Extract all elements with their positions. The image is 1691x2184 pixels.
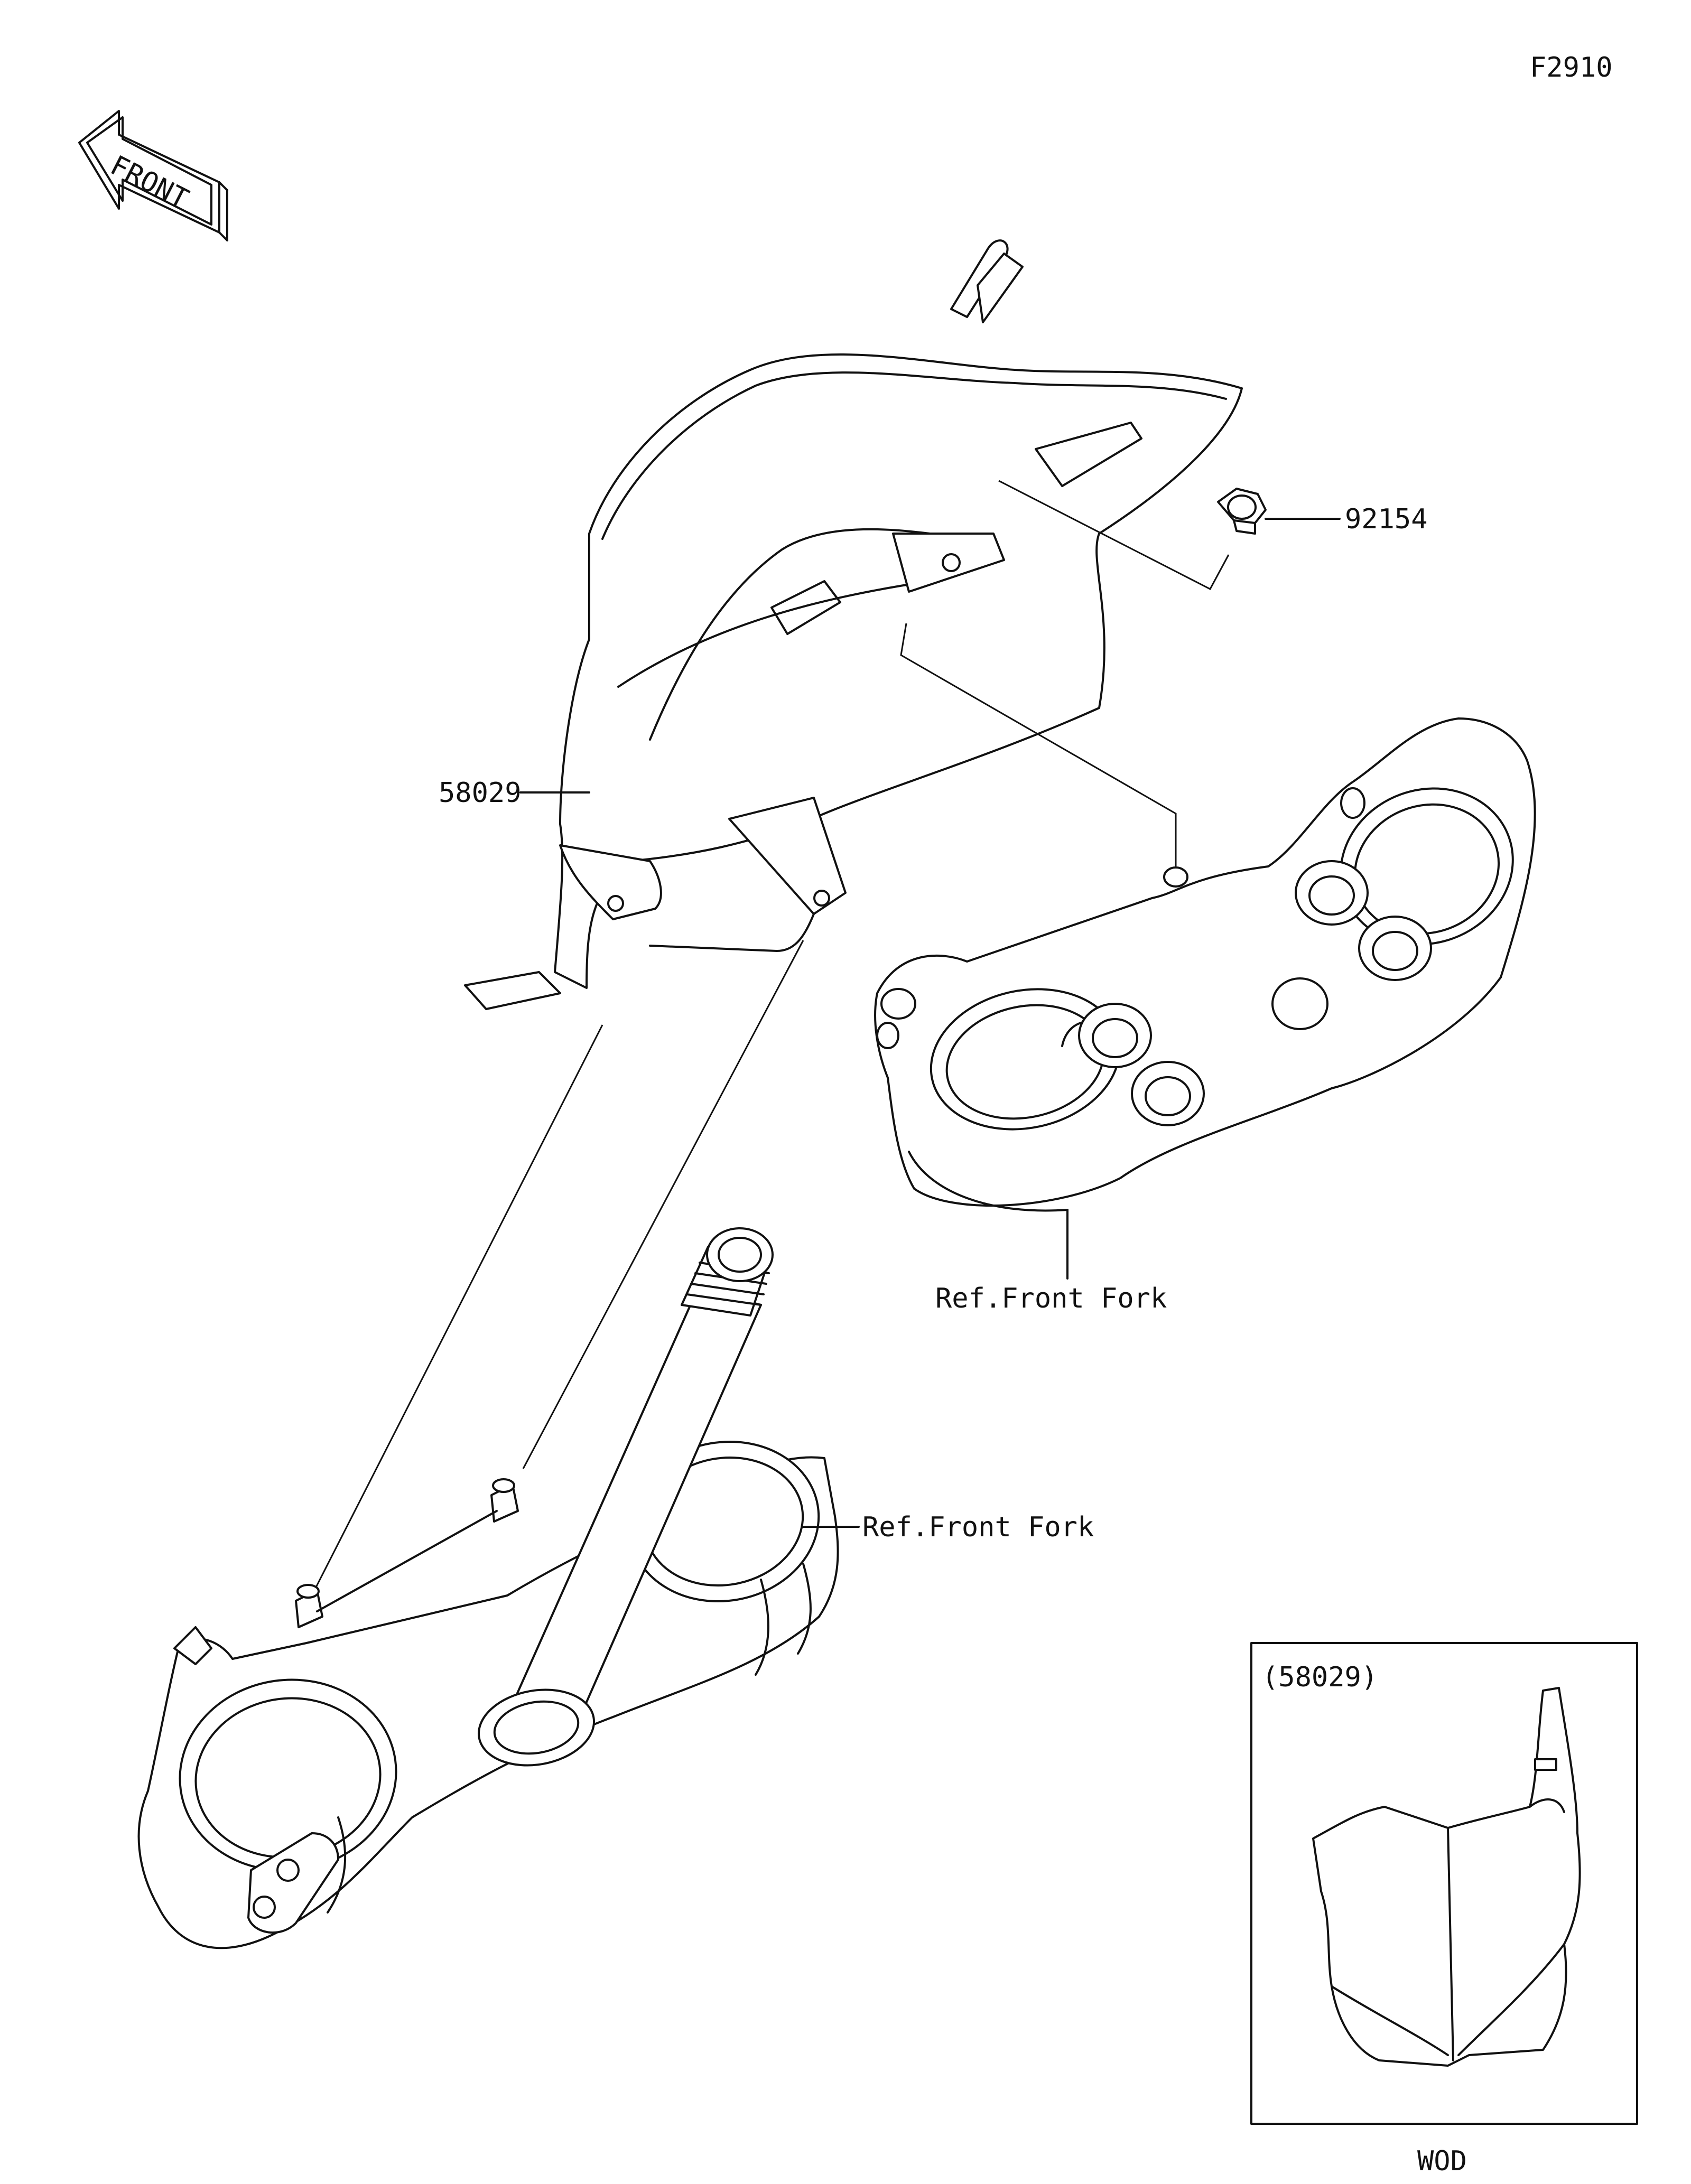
- inset-part-label: (58029): [1262, 1662, 1378, 1693]
- callout-ref-front-fork-lower: Ref.Front Fork: [862, 1511, 1094, 1543]
- number-plate-58029: [464, 239, 1243, 1010]
- inset-number-plate: [1312, 1687, 1581, 2067]
- callout-92154: 92154: [1345, 503, 1428, 535]
- lower-triple-clamp: [137, 1227, 839, 1949]
- figure-code: F2910: [1530, 52, 1613, 83]
- callout-58029: 58029: [439, 777, 522, 809]
- assembly-guide-lines: [311, 480, 1230, 1596]
- inset-box: (58029): [1250, 1642, 1638, 2125]
- upper-triple-clamp: [874, 717, 1536, 1212]
- front-arrow-icon: FRONT: [78, 110, 228, 241]
- callout-ref-front-fork-upper: Ref.Front Fork: [935, 1283, 1167, 1314]
- inset-caption: WOD: [1417, 2145, 1467, 2177]
- bolt-92154-icon: [1217, 488, 1267, 535]
